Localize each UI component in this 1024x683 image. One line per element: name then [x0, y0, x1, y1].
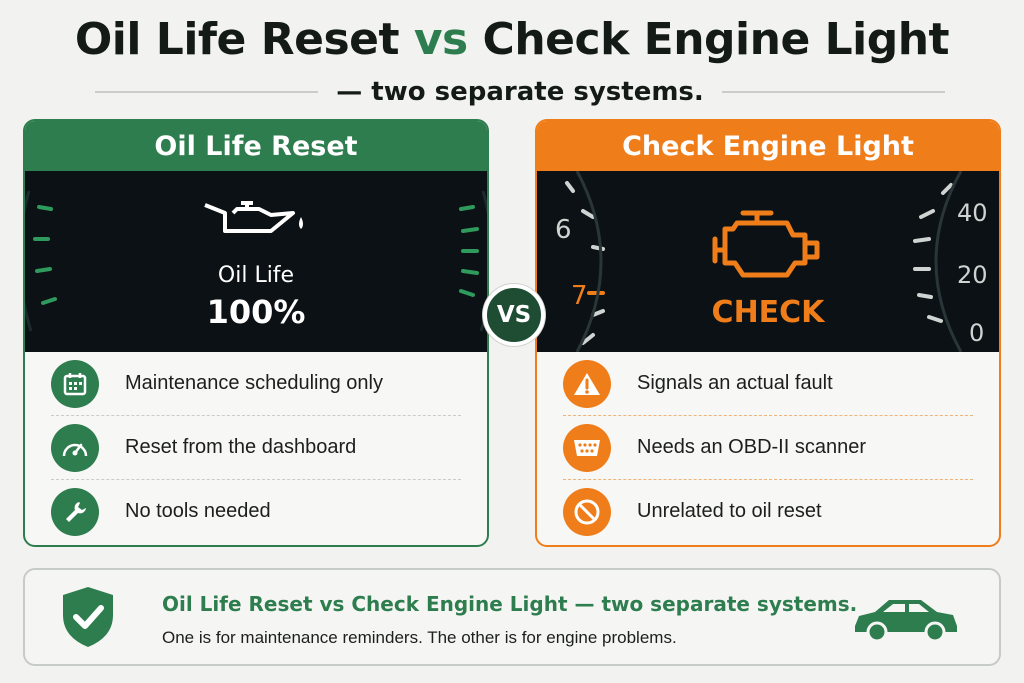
check-engine-list: Signals an actual fault Needs an OBD-II … — [537, 352, 999, 543]
summary-banner: Oil Life Reset vs Check Engine Light — t… — [23, 568, 1001, 666]
check-engine-panel-title: Check Engine Light — [537, 121, 999, 171]
list-item: Needs an OBD-II scanner — [563, 416, 973, 480]
prohibited-icon — [563, 487, 611, 536]
title-part-2: Check Engine Light — [482, 14, 950, 65]
oil-can-icon — [204, 201, 303, 233]
oil-life-panel-title: Oil Life Reset — [25, 121, 487, 171]
list-item: Reset from the dashboard — [51, 416, 461, 480]
oil-life-label: Oil Life — [217, 263, 295, 288]
title-part-1: Oil Life Reset — [74, 14, 400, 65]
warning-icon — [563, 359, 611, 408]
subtitle: — two separate systems. — [336, 77, 704, 107]
list-item: Signals an actual fault — [563, 352, 973, 416]
divider-right — [721, 91, 946, 93]
summary-title: Oil Life Reset vs Check Engine Light — t… — [162, 592, 858, 616]
list-item-label: Maintenance scheduling only — [125, 372, 383, 394]
list-item-label: Needs an OBD-II scanner — [637, 436, 866, 458]
divider-left — [95, 91, 319, 93]
summary-text: One is for maintenance reminders. The ot… — [162, 628, 677, 647]
oil-life-dashboard: Oil Life 100% — [25, 171, 487, 352]
car-icon — [855, 600, 957, 643]
page-title: Oil Life Reset vs Check Engine Light — [0, 14, 1024, 65]
list-item: Unrelated to oil reset — [563, 480, 973, 543]
oil-life-panel: Oil Life Reset Oil Life — [23, 119, 489, 547]
list-item-label: No tools needed — [125, 500, 271, 522]
obd-connector-icon — [563, 423, 611, 472]
list-item: No tools needed — [51, 480, 461, 543]
tach-label: 7 — [571, 281, 588, 311]
tach-label: 6 — [555, 215, 572, 245]
vs-badge: VS — [483, 284, 545, 346]
speed-label: 20 — [957, 261, 988, 289]
engine-icon — [712, 210, 820, 278]
gauge-ticks — [565, 171, 963, 352]
calendar-icon — [51, 359, 99, 408]
oil-life-value: 100% — [206, 293, 306, 331]
oil-life-list: Maintenance scheduling only Reset from t… — [25, 352, 487, 543]
shield-check-icon — [63, 587, 113, 647]
wrench-icon — [51, 487, 99, 536]
list-item-label: Signals an actual fault — [637, 372, 833, 394]
list-item-label: Reset from the dashboard — [125, 436, 357, 458]
check-label: CHECK — [711, 295, 825, 330]
subtitle-row: — two separate systems. — [95, 74, 946, 110]
list-item-label: Unrelated to oil reset — [637, 500, 822, 522]
speed-label: 40 — [957, 199, 988, 227]
check-engine-panel: Check Engine Light 6 7 40 20 0 — [535, 119, 1001, 547]
speedometer-icon — [51, 423, 99, 472]
check-engine-dashboard: 6 7 40 20 0 CHECK — [537, 171, 999, 352]
list-item: Maintenance scheduling only — [51, 352, 461, 416]
title-vs: vs — [413, 14, 468, 65]
speed-label: 0 — [969, 319, 985, 347]
